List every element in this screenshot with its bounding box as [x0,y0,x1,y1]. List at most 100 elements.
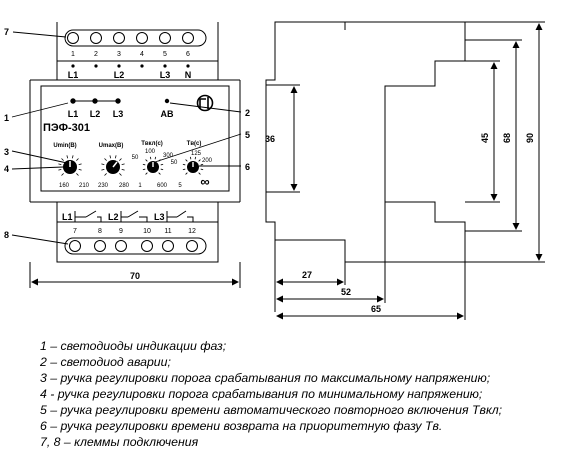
umin-scale-max: 210 [79,183,90,189]
terminal-number: 4 [140,51,144,58]
knob-tick [66,155,69,159]
knob-tv[interactable] [182,156,204,175]
knob-tick [119,173,122,176]
knob-tvkl[interactable] [142,156,164,175]
legend-item: 3 – ручка регулировки порога срабатывани… [40,371,491,385]
knob-tick [121,163,125,166]
bottom-terminal-block [56,202,219,263]
dim-45: 45 [480,133,490,143]
tv-scale-infinity: ∞ [200,174,209,189]
legend-item: 4 - ручка регулировки порога срабатывани… [40,387,483,401]
knob-tick [198,172,201,175]
dim-52: 52 [341,287,351,297]
side-profile [265,21,466,263]
top-phase-labels: L1 L2 L3 N [68,70,192,80]
knob-tick [160,168,164,171]
terminal-screw[interactable] [159,32,171,44]
knob-tick [142,163,146,166]
terminal-screw[interactable] [94,240,106,252]
svg-text:L3: L3 [113,109,124,119]
terminal-screw[interactable] [182,32,194,44]
knob-tick [185,159,188,162]
led-l1 [70,98,76,104]
front-panel [40,85,230,192]
dim-65: 65 [371,304,381,314]
knob-tick [185,172,188,175]
knob-umin[interactable] [58,155,82,176]
callout-leaders [11,31,242,245]
terminal-screw[interactable] [69,240,81,252]
legend-item: 6 – ручка регулировки времени возврата н… [40,419,443,433]
knob-tick [189,156,192,160]
terminal-screw[interactable] [113,32,125,44]
legend-item: 1 – светодиоды индикации фаз; [40,339,227,353]
side-view [265,21,545,320]
knob-tick [142,168,146,171]
svg-text:L1: L1 [68,109,79,119]
led-labels: L1 L2 L3 [68,109,124,119]
terminal-screw[interactable] [136,32,148,44]
terminal-number: 1 [71,51,75,58]
terminal-screw[interactable] [115,240,127,252]
umax-scale-min: 230 [98,183,109,189]
front-view [29,22,241,288]
terminal-number: 5 [163,51,167,58]
phase-leds [70,98,121,104]
callout-6: 6 [245,162,250,172]
svg-text:L2: L2 [108,212,119,222]
knob-tick [182,163,186,166]
model-name: ПЭФ-301 [43,122,90,134]
legend: 1 – светодиоды индикации фаз; 2 – светод… [40,338,555,450]
terminal-screw[interactable] [90,32,102,44]
phase-label-n: N [185,70,192,80]
svg-text:11: 11 [164,228,171,235]
knob-tick [78,163,82,166]
knob-tick [145,159,148,162]
top-terminal-numbers: 1 2 3 4 5 6 [71,51,190,58]
terminal-screw[interactable] [141,240,153,252]
terminal-screw[interactable] [67,32,79,44]
knob-tick [119,158,122,161]
callout-3: 3 [4,147,9,157]
top-terminal-block [56,22,219,81]
tvkl-scale-300: 300 [163,153,174,159]
terminal-strip-top [64,29,207,47]
legend-item: 2 – светодиод аварии; [40,355,171,369]
top-phase-dots [71,64,190,68]
side-dimensions: 36 45 68 90 27 52 65 [265,133,535,314]
svg-text:8: 8 [98,228,102,235]
brand-logo-icon [196,94,214,112]
terminal-strip-bottom [64,237,207,255]
callout-2: 2 [245,108,250,118]
top-terminal-screws [67,32,194,44]
tvkl-scale-1: 1 [138,183,142,189]
callout-8: 8 [4,230,9,240]
legend-item: 7, 8 – клеммы подключения [40,435,199,449]
bottom-terminal-numbers: 7 8 9 10 11 12 [73,228,196,235]
knob-tick [104,173,107,176]
tvkl-scale-50: 50 [132,155,139,161]
knob-tick [58,163,62,166]
tv-scale-200: 200 [202,158,213,164]
tvkl-scale-100: 100 [145,149,156,155]
knob-tick [145,172,148,175]
terminal-screw[interactable] [186,240,198,252]
device-drawing: 1 2 3 4 5 6 L1 L2 L3 N L1 L2 L3 АВ ПЭФ-3… [4,21,545,320]
svg-text:7: 7 [73,228,77,235]
dim-90: 90 [525,133,535,143]
alarm-label: АВ [161,109,174,119]
tv-scale-125: 125 [191,151,202,157]
phase-label-l3: L3 [160,70,171,80]
tvkl-scale-600: 600 [157,183,168,189]
knob-tick [104,158,107,161]
knob-tick [200,163,204,166]
terminal-screw[interactable] [162,240,174,252]
knob-tick [121,168,125,171]
knob-umin-label: Umin(В) [53,143,76,149]
svg-text:9: 9 [119,228,123,235]
knob-umax-label: Umax(В) [99,143,124,149]
svg-text:L3: L3 [154,212,165,222]
knob-tick [76,158,79,161]
bottom-terminal-screws [69,240,198,252]
knob-umax[interactable] [101,155,125,176]
